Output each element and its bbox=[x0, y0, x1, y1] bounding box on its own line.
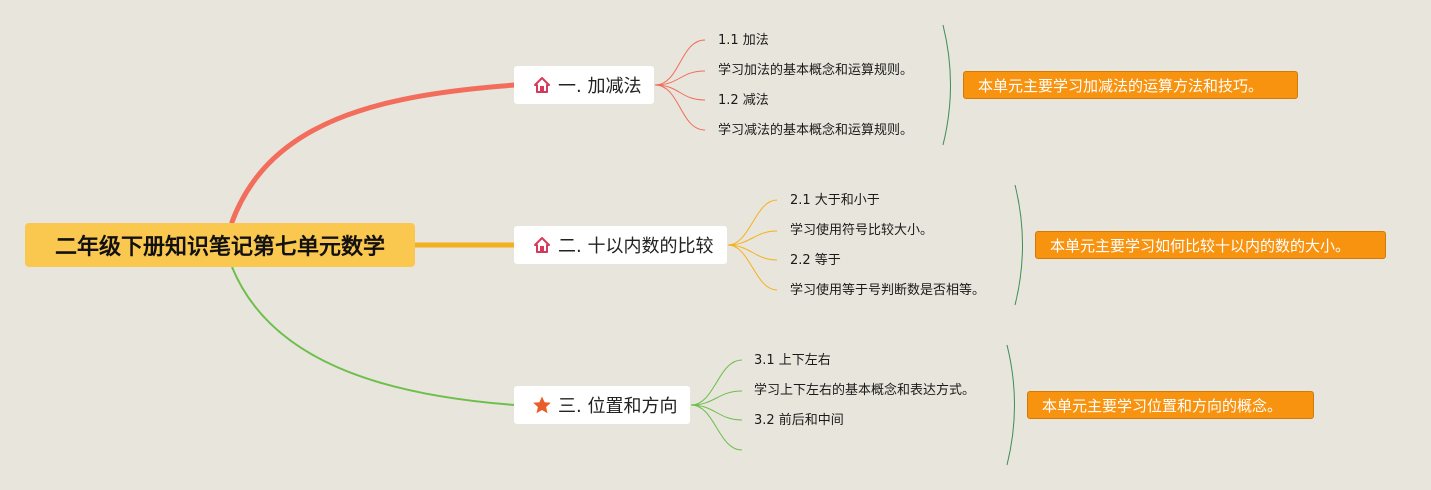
summary-topic-1[interactable]: 本单元主要学习加减法的运算方法和技巧。 bbox=[963, 71, 1298, 99]
summary-topic-2-label: 本单元主要学习如何比较十以内的数的大小。 bbox=[1050, 236, 1351, 255]
leaf-connectors-2 bbox=[727, 199, 778, 291]
summary-bracket-3 bbox=[1006, 344, 1015, 466]
connector-branch-1 bbox=[229, 82, 518, 225]
branch-topic-3[interactable]: 三. 位置和方向 bbox=[514, 386, 690, 424]
leaf-topic[interactable]: 1.1 加法 bbox=[718, 33, 769, 48]
leaf-topic[interactable]: 学习减法的基本概念和运算规则。 bbox=[718, 123, 914, 138]
branch-topic-1-label: 一. 加减法 bbox=[558, 76, 642, 97]
summary-topic-2[interactable]: 本单元主要学习如何比较十以内的数的大小。 bbox=[1035, 231, 1386, 259]
branch-topic-1[interactable]: 一. 加减法 bbox=[514, 66, 654, 104]
summary-topic-3[interactable]: 本单元主要学习位置和方向的概念。 bbox=[1027, 391, 1314, 419]
leaf-topic[interactable]: 1.2 减法 bbox=[718, 93, 769, 108]
summary-bracket-1 bbox=[942, 24, 951, 146]
summary-bracket-2 bbox=[1014, 184, 1023, 306]
leaf-topic[interactable]: 3.2 前后和中间 bbox=[754, 413, 844, 428]
star-icon bbox=[532, 395, 552, 415]
leaf-topic[interactable]: 学习使用等于号判断数是否相等。 bbox=[790, 283, 986, 298]
leaf-connectors-1 bbox=[654, 39, 706, 131]
leaf-connectors-3 bbox=[690, 359, 743, 451]
leaf-topic[interactable]: 2.2 等于 bbox=[790, 253, 841, 268]
leaf-topic[interactable]: 2.1 大于和小于 bbox=[790, 193, 880, 208]
leaf-topic[interactable]: 学习使用符号比较大小。 bbox=[790, 223, 934, 238]
leaf-topic[interactable]: 学习加法的基本概念和运算规则。 bbox=[718, 63, 914, 78]
leaf-topic[interactable]: 3.1 上下左右 bbox=[754, 353, 831, 368]
root-topic[interactable]: 二年级下册知识笔记第七单元数学 bbox=[25, 223, 415, 267]
connector-branch-3 bbox=[231, 266, 516, 406]
summary-topic-1-label: 本单元主要学习加减法的运算方法和技巧。 bbox=[978, 76, 1264, 95]
root-topic-label: 二年级下册知识笔记第七单元数学 bbox=[54, 235, 385, 260]
home-icon bbox=[532, 75, 552, 95]
branch-topic-2[interactable]: 二. 十以内数的比较 bbox=[514, 226, 727, 264]
leaf-topic[interactable]: 学习上下左右的基本概念和表达方式。 bbox=[754, 383, 976, 398]
branch-topic-3-label: 三. 位置和方向 bbox=[558, 396, 678, 417]
summary-topic-3-label: 本单元主要学习位置和方向的概念。 bbox=[1042, 396, 1283, 415]
branch-topic-2-label: 二. 十以内数的比较 bbox=[558, 236, 714, 257]
home-icon bbox=[532, 235, 552, 255]
